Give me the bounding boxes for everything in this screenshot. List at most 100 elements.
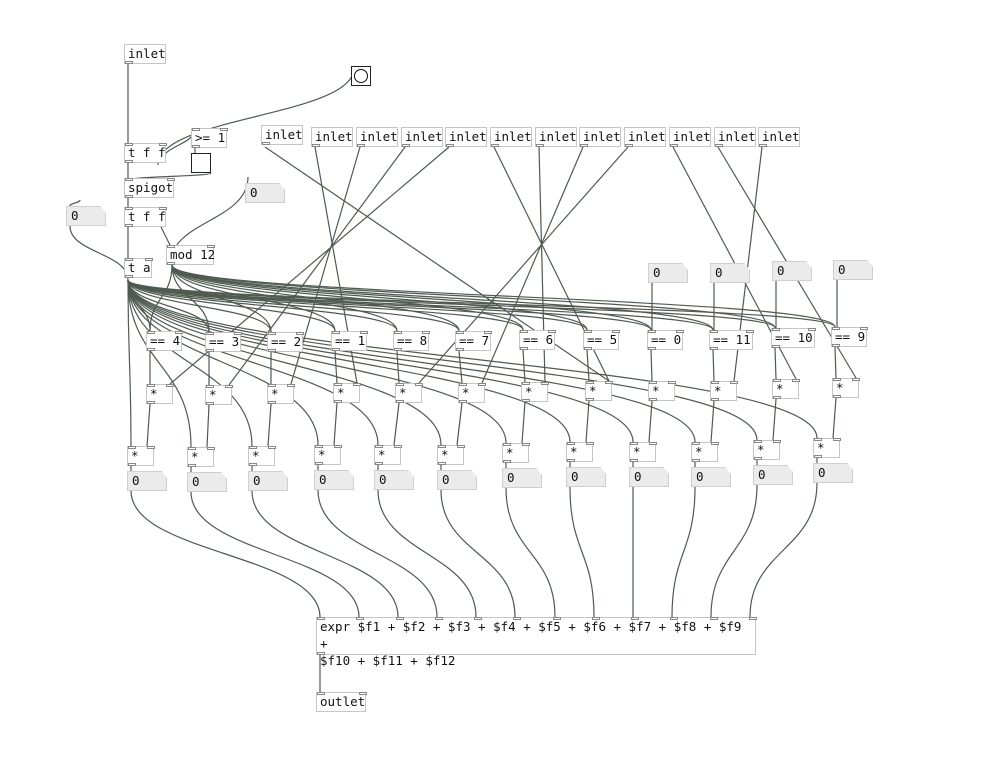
inlet-7[interactable]: inlet [535,127,577,147]
outlet-pin[interactable] [249,463,257,466]
inlet-pin[interactable] [808,328,816,331]
multiply-a-7[interactable]: * [521,382,549,402]
outlet-pin[interactable] [317,652,325,655]
eq-object-10[interactable]: == 11 [709,330,754,350]
inlet-pin[interactable] [456,331,464,334]
inlet-pin[interactable] [192,128,200,131]
multiply-b-11[interactable]: * [753,440,781,460]
eq-object-4[interactable]: == 1 [331,331,368,351]
outlet-pin[interactable] [147,348,155,351]
outlet-pin[interactable] [128,463,136,466]
inlet-pin[interactable] [167,245,175,248]
inlet-pin[interactable] [125,178,133,181]
inlet-pin[interactable] [792,379,800,382]
inlet-pin[interactable] [730,381,738,384]
multiply-a-11[interactable]: * [772,379,800,399]
outlet-pin[interactable] [312,144,320,147]
number-box-mod[interactable]: 0 [245,183,285,203]
eq-object-2[interactable]: == 3 [205,332,242,352]
inlet-pin[interactable] [773,440,781,443]
outlet-pin[interactable] [772,345,780,348]
bang[interactable] [351,66,371,86]
inlet-pin[interactable] [586,442,594,445]
outlet-pin[interactable] [147,401,155,404]
inlet-pin[interactable] [833,438,841,441]
inlet-pin[interactable] [710,330,718,333]
inlet-pin[interactable] [334,383,342,386]
outlet-pin[interactable] [584,347,592,350]
outlet-pin[interactable] [586,398,594,401]
inlet-pin[interactable] [434,617,443,620]
outlet-pin[interactable] [670,144,678,147]
outlet-pin[interactable] [625,144,633,147]
inlet-pin[interactable] [225,385,233,388]
inlet-pin[interactable] [147,446,155,449]
inlet-pin[interactable] [125,207,133,210]
number-box-6[interactable]: 0 [437,470,477,490]
inlet-pin[interactable] [670,617,679,620]
outlet-pin[interactable] [334,400,342,403]
inlet-pin[interactable] [268,446,276,449]
mod-object[interactable]: mod 12 [166,245,215,265]
outlet-pin[interactable] [459,400,467,403]
inlet-pin[interactable] [220,128,228,131]
inlet-10[interactable]: inlet [669,127,711,147]
number-box-left[interactable]: 0 [66,206,106,226]
outlet-pin[interactable] [125,224,133,227]
trigger-ta[interactable]: t a [124,258,153,278]
outlet-pin[interactable] [125,61,133,64]
inlet-pin[interactable] [612,330,620,333]
multiply-a-10[interactable]: * [710,381,738,401]
multiply-a-6[interactable]: * [458,383,486,403]
number-box-8[interactable]: 0 [566,467,606,487]
inlet-pin[interactable] [396,383,404,386]
multiply-a-3[interactable]: * [267,384,295,404]
inlet-pin[interactable] [541,382,549,385]
inlet-pin[interactable] [268,384,276,387]
outlet-pin[interactable] [649,398,657,401]
inlet-pin[interactable] [692,442,700,445]
inlet-pin[interactable] [287,384,295,387]
inlet-pin[interactable] [207,447,215,450]
number-box-5[interactable]: 0 [374,470,414,490]
inlet-pin[interactable] [206,385,214,388]
inlet-pin[interactable] [166,384,174,387]
inlet-pin[interactable] [422,331,430,334]
outlet-object[interactable]: outlet [316,692,367,712]
outlet-pin[interactable] [268,349,276,352]
outlet-pin[interactable] [536,144,544,147]
inlet-6[interactable]: inlet [490,127,532,147]
multiply-b-2[interactable]: * [187,447,215,467]
outlet-pin[interactable] [832,344,840,347]
trigger-tff-1[interactable]: t f f [124,143,167,163]
outlet-pin[interactable] [814,455,822,458]
inlet-pin[interactable] [814,438,822,441]
inlet-pin[interactable] [395,617,404,620]
inlet-pin[interactable] [128,446,136,449]
inlet-pin[interactable] [852,378,860,381]
eq-object-11[interactable]: == 10 [771,328,816,348]
outlet-pin[interactable] [394,348,402,351]
inlet-pin[interactable] [317,617,325,620]
inlet-pin[interactable] [159,207,167,210]
inlet-pin[interactable] [711,442,719,445]
inlet-pin[interactable] [522,443,530,446]
gte-object[interactable]: >= 1 [191,128,228,148]
outlet-pin[interactable] [402,144,410,147]
inlet-pin[interactable] [746,330,754,333]
multiply-a-8[interactable]: * [585,381,613,401]
multiply-a-1[interactable]: * [146,384,174,404]
multiply-b-9[interactable]: * [629,442,657,462]
multiply-b-6[interactable]: * [437,445,465,465]
multiply-b-8[interactable]: * [566,442,594,462]
inlet-pin[interactable] [125,143,133,146]
inlet-pin[interactable] [749,617,757,620]
outlet-pin[interactable] [630,459,638,462]
inlet-pin[interactable] [552,617,561,620]
outlet-pin[interactable] [262,142,270,145]
inlet-pin[interactable] [159,143,167,146]
inlet-pin[interactable] [125,258,133,261]
inlet-11[interactable]: inlet [714,127,756,147]
inlet-pin[interactable] [353,383,361,386]
inlet-pin[interactable] [631,617,640,620]
